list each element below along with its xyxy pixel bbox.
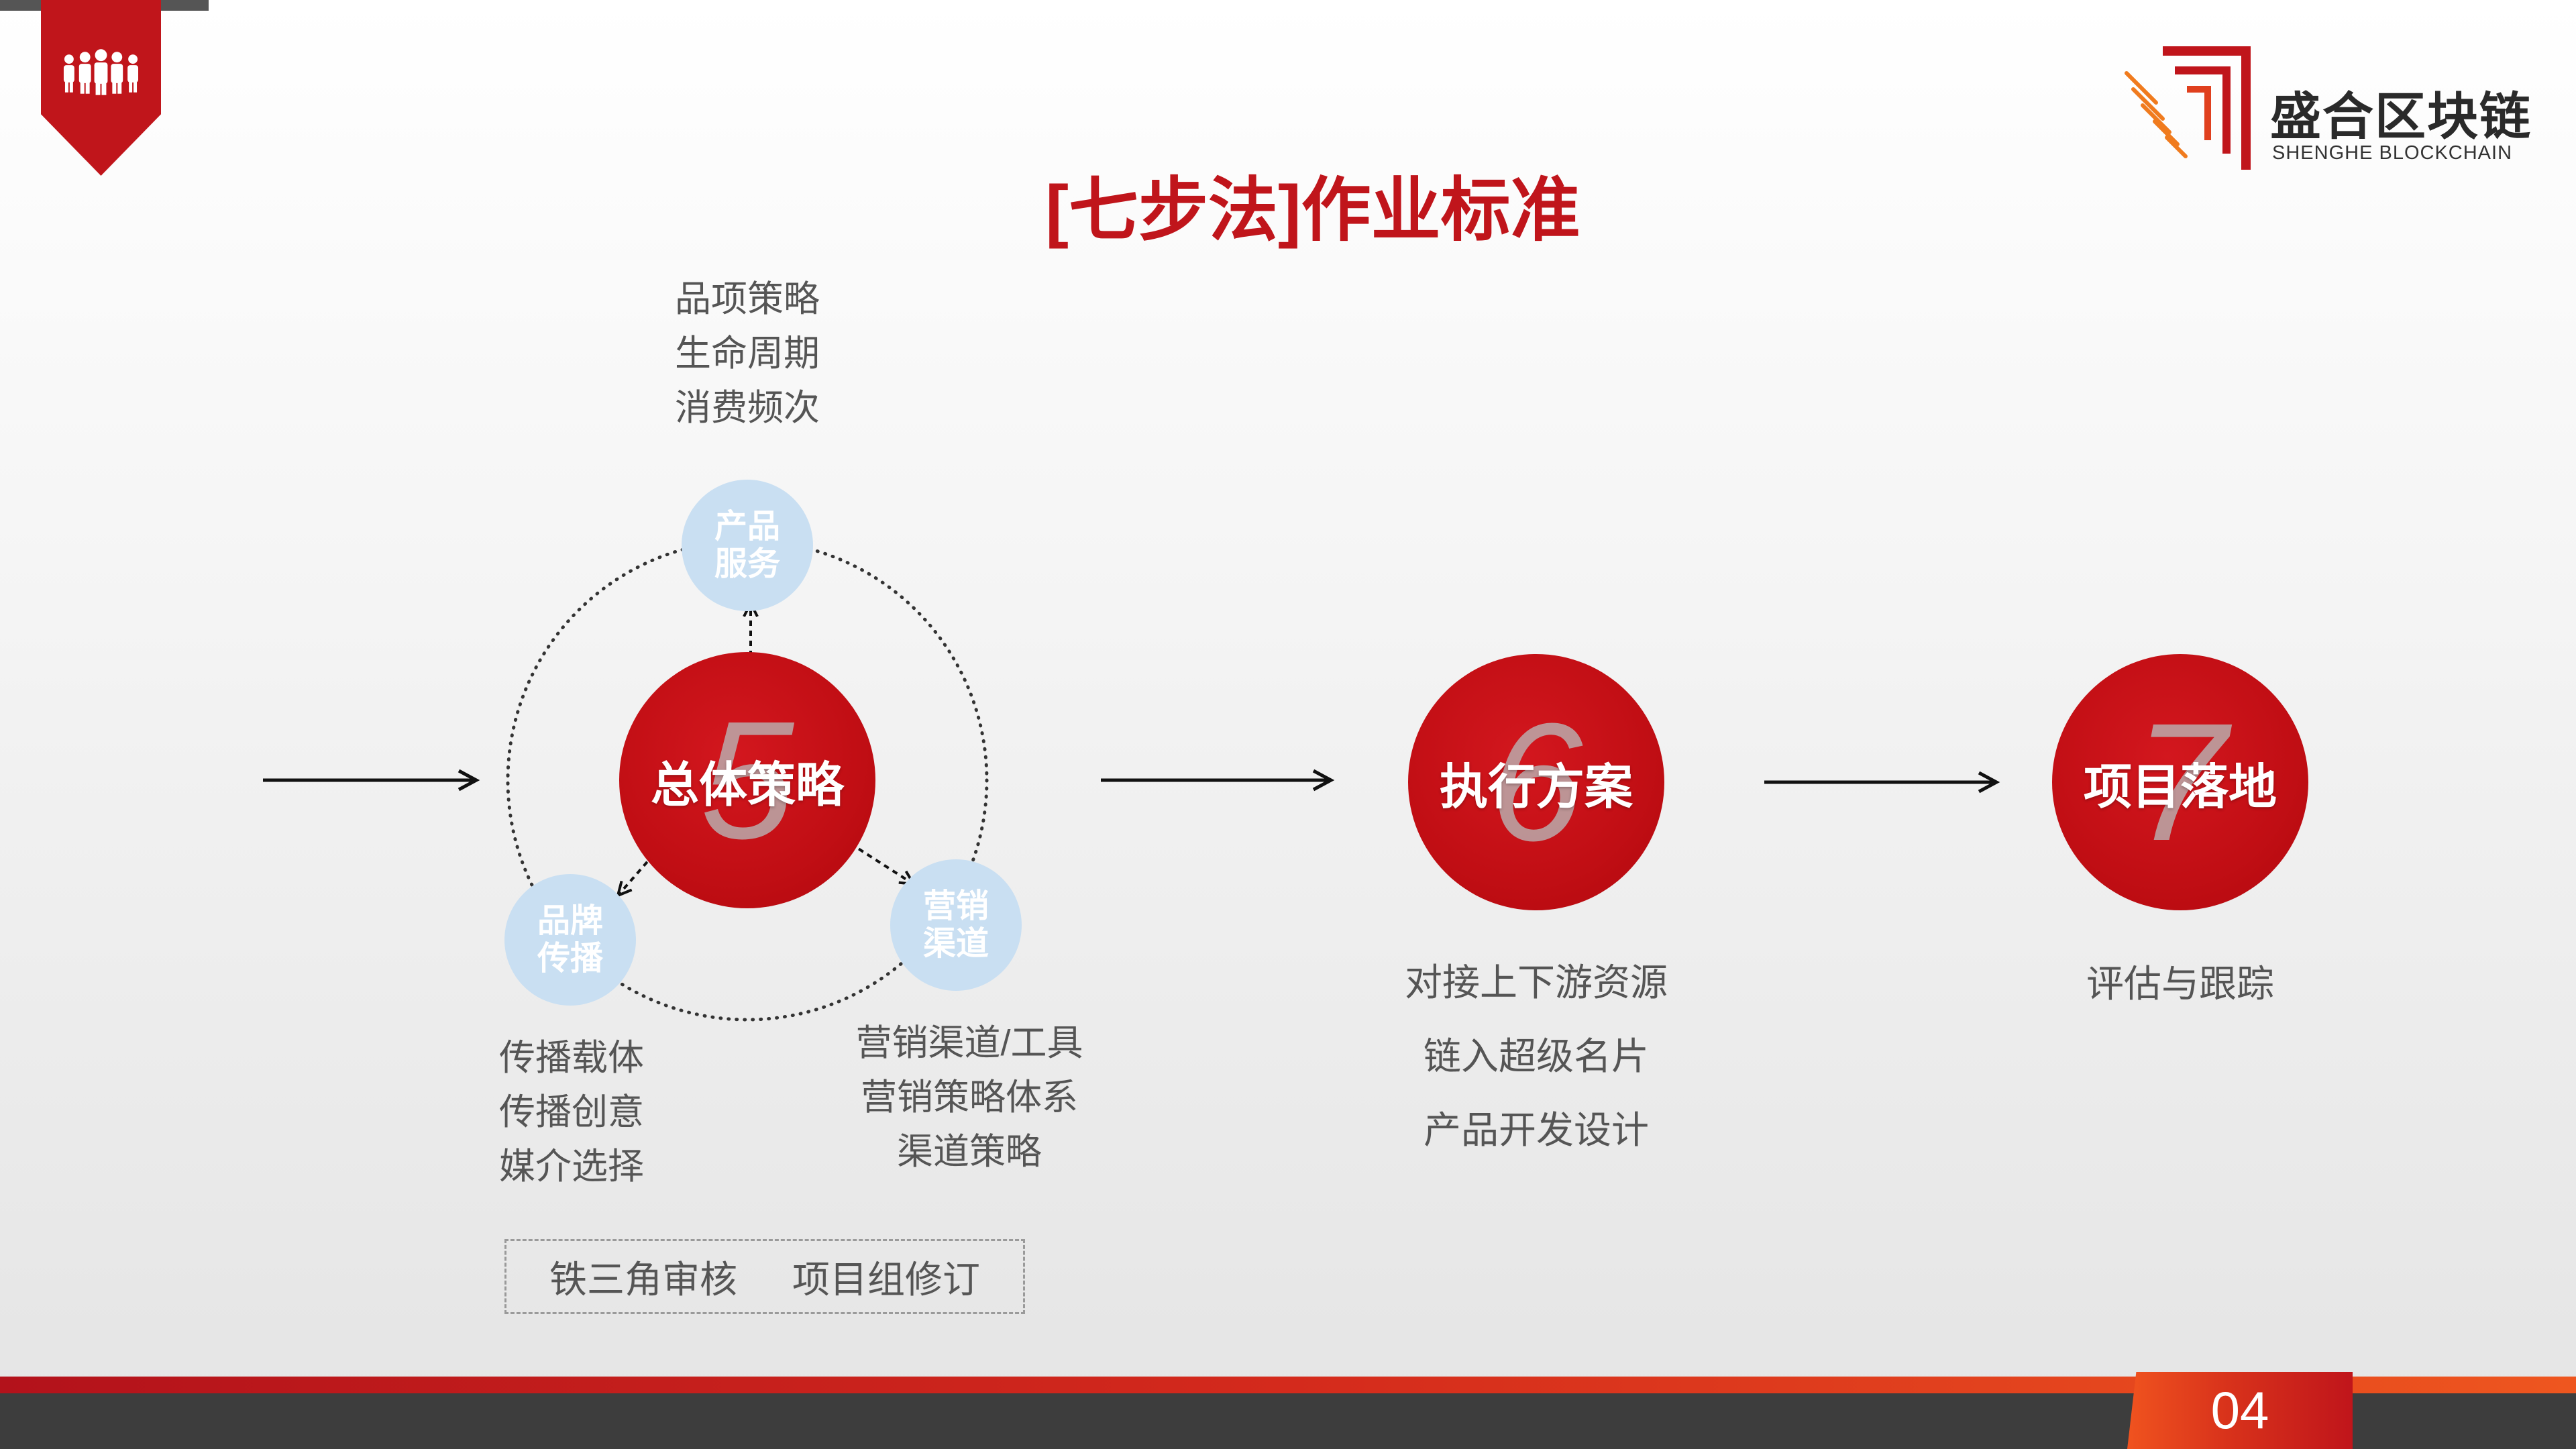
step6-note: 链入超级名片 [1424, 1035, 1649, 1077]
product-note: 品项策略 [675, 279, 820, 319]
product-service-node: 产品 服务 [682, 480, 813, 611]
product-notes: 品项策略 生命周期 消费频次 [613, 272, 881, 435]
step7-note: 评估与跟踪 [2086, 963, 2274, 1005]
marketing-channel-node: 营销 渠道 [890, 859, 1022, 991]
review-item: 项目组修订 [792, 1258, 980, 1301]
step-label: 执行方案 [1439, 760, 1633, 814]
brand-note: 媒介选择 [499, 1146, 644, 1187]
shenghe-logo-icon [2125, 46, 2251, 170]
step5-overall-strategy: 5 总体策略 [619, 652, 875, 908]
brand-spread-node: 品牌 传播 [504, 874, 636, 1006]
step6-note: 产品开发设计 [1424, 1109, 1649, 1151]
channel-note: 营销策略体系 [861, 1077, 1078, 1118]
step-number: 7 [2133, 688, 2227, 875]
channel-note: 营销渠道/工具 [855, 1023, 1083, 1063]
step6-notes: 对接上下游资源 链入超级名片 产品开发设计 [1335, 946, 1737, 1167]
step7-project-landing: 7 项目落地 [2052, 654, 2308, 910]
page-number: 04 [2210, 1381, 2269, 1440]
step-number: 5 [700, 686, 794, 873]
product-note: 生命周期 [675, 333, 820, 374]
node-label-line: 服务 [714, 546, 780, 582]
channel-note: 渠道策略 [897, 1132, 1042, 1172]
slide-title: [七步法]作业标准 [1045, 172, 1580, 250]
brand-note: 传播创意 [499, 1092, 644, 1132]
step-number: 6 [1489, 688, 1583, 875]
review-box: 铁三角审核 项目组修订 [504, 1239, 1025, 1314]
node-label-line: 产品 [714, 508, 780, 545]
brand-subtitle: SHENGHE BLOCKCHAIN [2272, 142, 2513, 164]
step-label: 项目落地 [2083, 760, 2277, 814]
brand-note: 传播载体 [499, 1038, 644, 1078]
step-label: 总体策略 [650, 758, 844, 812]
step7-notes: 评估与跟踪 [1979, 947, 2381, 1021]
channel-notes: 营销渠道/工具 营销策略体系 渠道策略 [802, 1016, 1137, 1179]
page-number-box: 04 [2127, 1372, 2353, 1449]
step6-note: 对接上下游资源 [1405, 961, 1668, 1004]
step6-execution-plan: 6 执行方案 [1408, 654, 1664, 910]
node-label-line: 品牌 [537, 903, 603, 939]
brand-name: 盛合区块链 [2270, 89, 2532, 146]
product-note: 消费频次 [675, 388, 820, 428]
review-item: 铁三角审核 [549, 1258, 737, 1301]
node-label-line: 渠道 [922, 926, 989, 962]
brand-spread-notes: 传播载体 传播创意 媒介选择 [437, 1031, 706, 1194]
node-label-line: 营销 [922, 888, 989, 924]
people-group-icon [63, 49, 139, 95]
node-label-line: 传播 [537, 941, 603, 977]
